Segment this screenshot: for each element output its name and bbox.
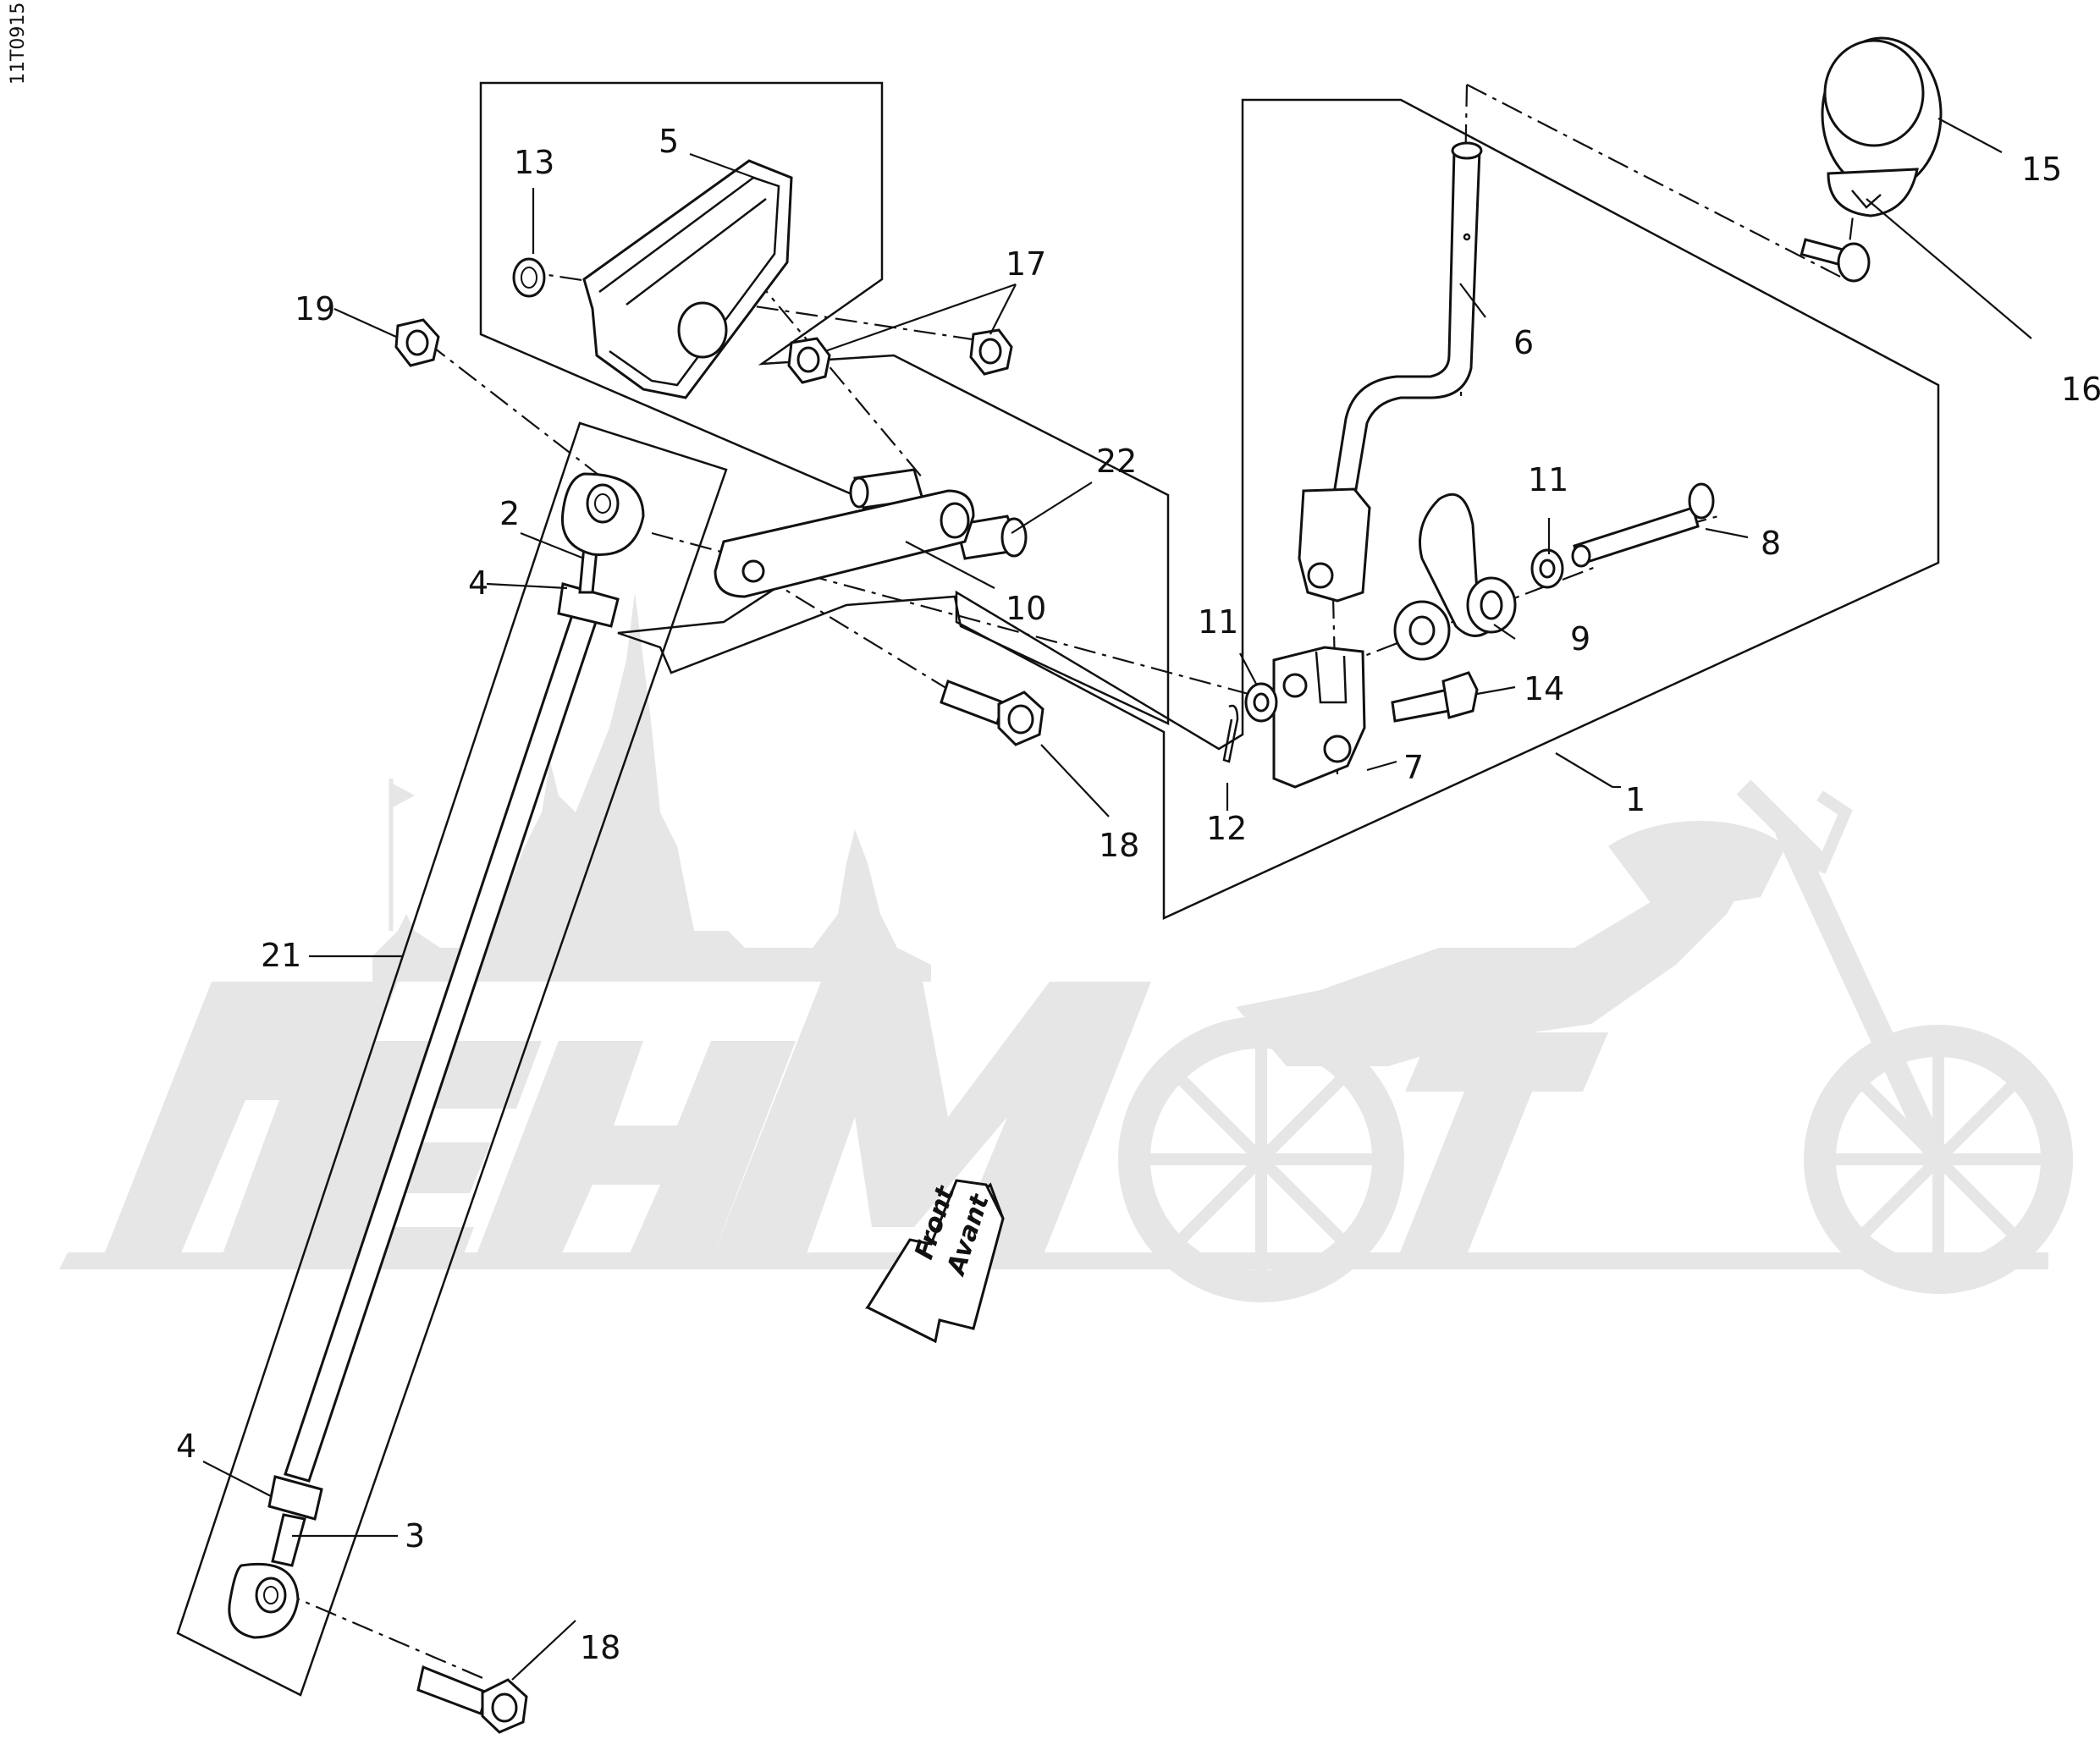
- callout-18-lower: 18: [580, 1629, 620, 1666]
- callout-7: 7: [1403, 749, 1424, 786]
- callout-4-lower: 4: [176, 1428, 196, 1465]
- callout-3: 3: [405, 1517, 425, 1555]
- pivot-pin: [1571, 482, 1715, 568]
- retaining-ring: [512, 257, 546, 298]
- callouts: 1 2 3 4 4 5 6 7 8 9 10 11 11 12 13 14 15…: [176, 123, 2100, 1666]
- lever-guard: [582, 159, 793, 399]
- watermark-letter-m: [711, 982, 1151, 1261]
- front-wheel: [1804, 1025, 2073, 1294]
- flange-nut-right: [969, 328, 1013, 376]
- callout-6: 6: [1513, 324, 1534, 361]
- return-spring: [1393, 493, 1517, 661]
- shift-rod: [228, 472, 645, 1639]
- watermark-letter-t: [1397, 1032, 1608, 1261]
- front-arrow-shape: [865, 1179, 1005, 1344]
- flange-nut-left: [787, 337, 831, 384]
- watermark-baseline: [59, 1252, 2048, 1269]
- callout-22: 22: [1096, 443, 1137, 480]
- callout-11-upper: 11: [1528, 461, 1568, 498]
- callout-10: 10: [1006, 590, 1046, 627]
- callout-1: 1: [1625, 781, 1645, 818]
- flag: [391, 783, 415, 808]
- motorcycle-body: [1236, 846, 1761, 1066]
- callout-11-lower: 11: [1198, 603, 1238, 641]
- motorcycle-handlebar: [1736, 779, 1827, 871]
- callout-2: 2: [499, 495, 520, 532]
- callout-12: 12: [1206, 810, 1247, 847]
- watermark-letter-l: [102, 982, 398, 1261]
- pivot-shaft: [849, 468, 1028, 560]
- drawing-code: 11T0915: [8, 3, 29, 85]
- callout-8: 8: [1761, 525, 1781, 562]
- knob-screw: [1800, 238, 1871, 283]
- watermark-letter-n: [474, 1041, 796, 1261]
- rear-wheel-spokes: [1143, 1041, 1380, 1278]
- bracket-bolt: [1391, 671, 1479, 723]
- lock-nut: [394, 318, 440, 367]
- callout-16: 16: [2061, 371, 2100, 408]
- watermark-layer: [59, 592, 2073, 1302]
- lever-bracket: [1272, 646, 1366, 789]
- callout-19: 19: [295, 290, 335, 327]
- front-direction-arrow: Front Avant: [865, 1179, 1005, 1344]
- link-bolt-lower: [416, 1665, 528, 1734]
- cotter-pin: [1222, 704, 1239, 763]
- motorcycle-watermark: [1118, 779, 2073, 1302]
- callout-15: 15: [2021, 151, 2062, 188]
- callout-21: 21: [261, 937, 301, 974]
- leader-lines: [202, 118, 2032, 1681]
- callout-5: 5: [659, 123, 679, 160]
- callout-9: 9: [1570, 620, 1590, 658]
- link-bolt-upper: [940, 680, 1044, 746]
- link-lever: [714, 489, 975, 598]
- washer-lower: [1244, 682, 1278, 723]
- callout-13: 13: [514, 144, 554, 181]
- motorcycle-tank: [1608, 821, 1786, 914]
- washer-upper: [1530, 548, 1564, 589]
- motorcycle-fork: [1775, 824, 1949, 1164]
- callout-18-upper: 18: [1099, 827, 1139, 864]
- assembly-boundary-21: [176, 421, 728, 1697]
- callout-17: 17: [1006, 245, 1046, 283]
- shift-lever: [1298, 141, 1483, 603]
- watermark-letters: [102, 982, 1608, 1261]
- callout-14: 14: [1524, 670, 1564, 707]
- skyline-silhouette: [372, 592, 931, 982]
- motorcycle-mirror: [1814, 790, 1853, 874]
- shift-knob: [1821, 36, 1943, 217]
- callout-4-upper: 4: [468, 564, 488, 602]
